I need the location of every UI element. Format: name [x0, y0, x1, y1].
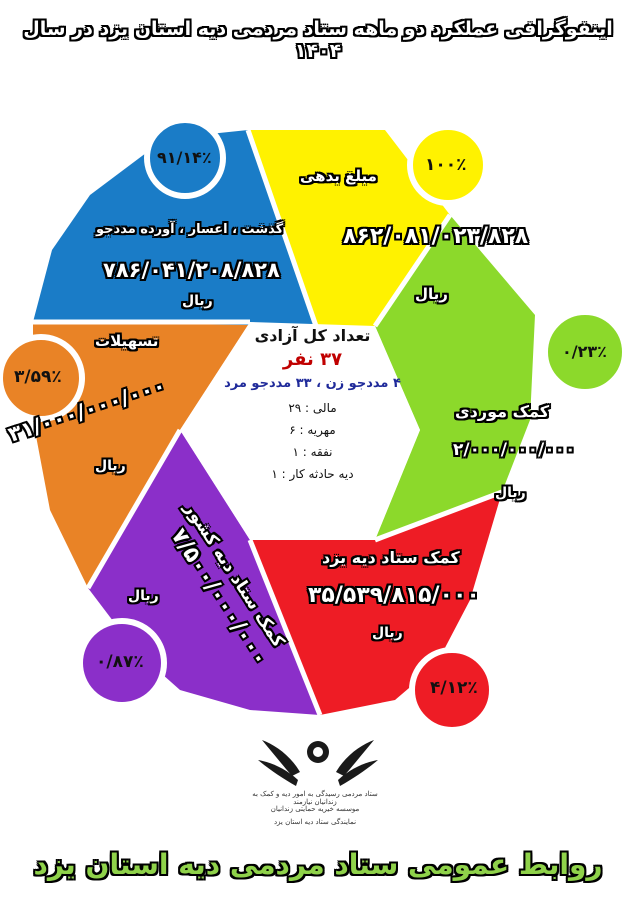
segment-moredi: [375, 215, 535, 540]
logo-emblem-icon: [307, 741, 329, 763]
logo-line: نمایندگی ستاد دیه استان یزد: [273, 818, 357, 826]
percent-circle-tashilat: [0, 334, 85, 422]
segment-bedehi: [248, 130, 450, 326]
percent-circle-bedehi: [407, 124, 489, 206]
segment-amount-bedehi: ۸۶۲/۰۸۱/۰۲۳/۸۲۸: [343, 224, 529, 249]
segment-amount-moredi: ۲/۰۰۰/۰۰۰/۰۰۰: [453, 440, 576, 460]
footer-title: روابط عمومی ستاد مردمی دیه استان یزد: [33, 848, 603, 881]
center-item: مهریه : ۶: [289, 423, 336, 437]
segment-unit-moredi: ریال: [495, 485, 526, 501]
center-item: نفقه : ۱: [292, 445, 333, 459]
center-count: ۳۷ نفر: [282, 349, 343, 370]
percent-moredi: ۰/۲۳٪: [562, 342, 607, 361]
segment-unit-tashilat: ریال: [95, 458, 126, 474]
segment-gozasht: [33, 130, 316, 326]
segment-label-yazd: کمک ستاد دیه یزد: [322, 548, 460, 567]
center-item: دیه حادثه کار : ۱: [271, 467, 354, 481]
logo-wings-icon: [258, 740, 378, 786]
segment-label-gozasht: گذشت ، اعسار ، آورده مددجو: [96, 222, 284, 237]
center-gender: ۴ مددجو زن ، ۳۳ مددجو مرد: [224, 376, 401, 391]
segment-unit-yazd: ریال: [372, 625, 403, 641]
segment-amount-yazd: ۳۵/۵۳۹/۸۱۵/۰۰۰: [308, 583, 480, 608]
percent-bedehi: ۱۰۰٪: [425, 155, 467, 175]
percent-gozasht: ۹۱/۱۴٪: [157, 148, 212, 167]
segment-label-moredi: کمک موردی: [455, 402, 550, 421]
segment-label-tashilat: تسهیلات: [95, 332, 159, 350]
percent-yazd: ۴/۱۲٪: [430, 678, 478, 698]
segment-unit-bedehi: ریال: [415, 285, 448, 303]
segment-tashilat: [33, 322, 250, 588]
segment-label-bedehi: مبلغ بدهی: [300, 167, 377, 185]
percent-circle-gozasht: [144, 117, 226, 199]
logo-line: ستاد مردمی رسیدگی به امور دیه و کمک به ز…: [252, 790, 378, 806]
segment-unit-gozasht: ریال: [182, 293, 213, 309]
segment-unit-keshvar: ریال: [128, 588, 159, 604]
page-title: اینفوگرافی عملکرد دو ماهه ستاد مردمی دیه…: [23, 18, 613, 62]
logo-line: موسسه خیریه حمایتی زندانیان: [270, 805, 360, 813]
percent-keshvar: ۰/۸۷٪: [96, 652, 144, 672]
percent-circle-keshvar: [77, 618, 167, 708]
center-heading: تعداد کل آزادی: [254, 326, 371, 345]
center-summary: تعداد کل آزادی ۳۷ نفر ۴ مددجو زن ، ۳۳ مد…: [205, 326, 420, 485]
percent-circle-moredi: [542, 309, 628, 395]
center-item: مالی : ۲۹: [288, 401, 337, 415]
percent-circle-yazd: [409, 647, 495, 733]
segment-amount-gozasht: ۷۸۶/۰۴۱/۲۰۸/۸۲۸: [103, 258, 280, 282]
percent-tashilat: ۳/۵۹٪: [14, 367, 62, 387]
center-hexagon: [180, 322, 420, 540]
